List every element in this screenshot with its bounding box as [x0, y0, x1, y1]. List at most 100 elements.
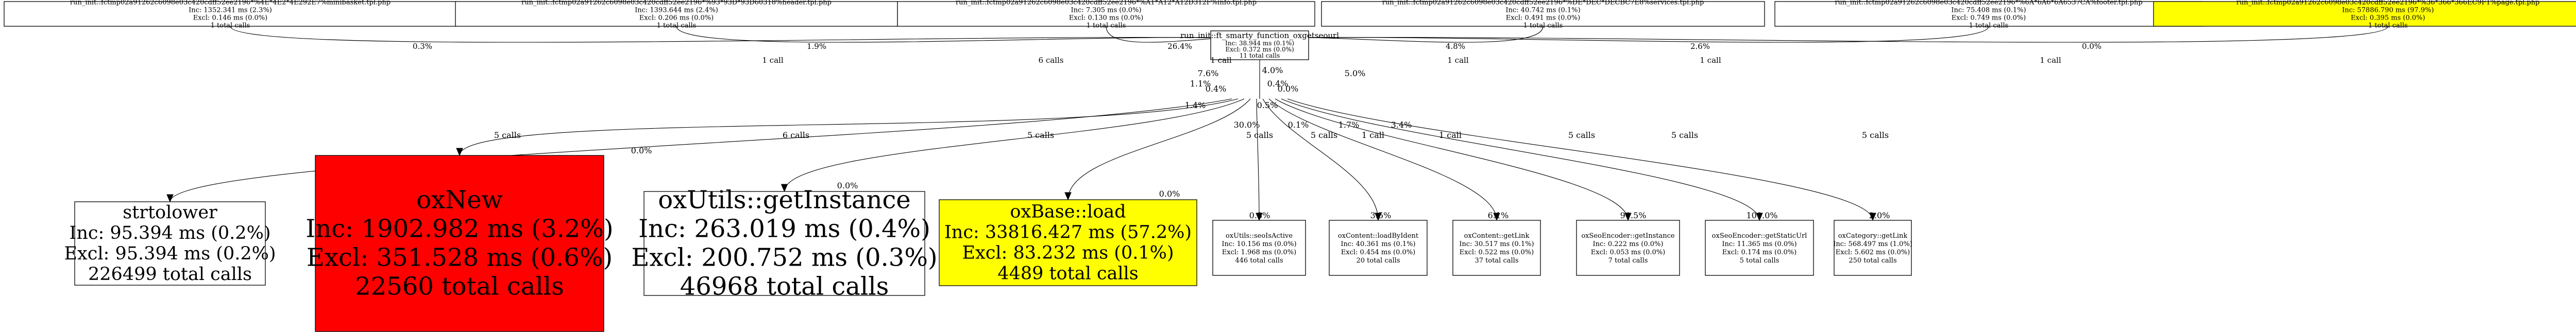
caller-edge-1	[676, 26, 1244, 43]
caller-edge-1-line	[676, 26, 1243, 43]
callee-node-oxcontent-getlink-line-3: 37 total calls	[1475, 257, 1518, 265]
callee-node-oxcontent-getlink-line-2: Excl: 0.522 ms (0.0%)	[1460, 249, 1534, 256]
caller-node-2-box	[897, 1, 1315, 27]
caller-edge-pct-1: 1.9%	[807, 42, 826, 51]
callee-node-oxutils-getinstance-line-3: 46968 total calls	[680, 272, 889, 301]
callee-node-oxcategory-getlink-line-1: Inc: 568.497 ms (1.0%)	[1833, 240, 1912, 248]
hub-edge-pct-3: 0.4%	[1206, 84, 1227, 94]
callee-node-oxseoencoder-getstaticurl-box	[1705, 220, 1814, 276]
caller-node-2-line-2: Excl: 0.130 ms (0.0%)	[1069, 14, 1143, 22]
callee-edge-share-6: 3.4%	[1391, 120, 1412, 130]
callee-node-oxseoencoder-getstaticurl-line-3: 5 total calls	[1740, 257, 1780, 265]
callee-edge-7	[1275, 98, 1632, 221]
callee-edge-calls-8: 5 calls	[1671, 130, 1698, 140]
caller-edge-pct-2: 26.4%	[1167, 42, 1192, 51]
callee-node-oxutils-seoisactive-line-0: oxUtils::seoIsActive	[1226, 232, 1293, 240]
hub-edge-pct-5: 0.4%	[1267, 79, 1289, 89]
caller-edge-5	[1287, 26, 2388, 43]
callee-edge-3-line	[1067, 98, 1251, 200]
caller-node-3-line-0: run_init::fctmp02a91262c6098e03c420cdff5…	[1382, 0, 1704, 7]
callee-edge-calls-0: 5 calls	[494, 130, 521, 140]
callee-node-oxutils-seoisactive-box	[1212, 220, 1306, 276]
caller-node-1-line-0: run_init::fctmp02a91262c6098e03c420cdff5…	[521, 0, 832, 7]
caller-node-4[interactable]: run_init::fctmp02a91262c6098e03c420cdff5…	[1774, 0, 2203, 30]
callee-edge-7-arrowhead	[1624, 213, 1632, 221]
callee-edge-share-3: 30.0%	[1234, 120, 1260, 130]
callee-edge-calls-3: 5 calls	[1246, 130, 1273, 140]
callee-edge-calls-6: 1 call	[1439, 130, 1462, 140]
callee-node-oxutils-seoisactive-line-1: Inc: 10.156 ms (0.0%)	[1222, 240, 1296, 248]
caller-node-2[interactable]: run_init::fctmp02a91262c6098e03c420cdff5…	[897, 0, 1315, 30]
caller-node-5[interactable]: run_init::fctmp02a91262c6098e03c420cdff5…	[2153, 0, 2576, 30]
caller-node-0-box	[4, 1, 457, 27]
caller-edge-calls-2: 1 call	[1210, 56, 1231, 65]
caller-node-0[interactable]: run_init::fctmp02a91262c6098e03c420cdff5…	[4, 0, 457, 30]
caller-node-4-line-3: 1 total calls	[1969, 22, 2009, 30]
callee-edge-calls-9: 5 calls	[1862, 130, 1889, 140]
caller-node-3-line-2: Excl: 0.491 ms (0.0%)	[1506, 14, 1580, 22]
caller-node-5-line-2: Excl: 0.395 ms (0.0%)	[2351, 14, 2425, 22]
caller-node-3[interactable]: run_init::fctmp02a91262c6098e03c420cdff5…	[1321, 0, 1765, 30]
callee-edge-4-line	[1256, 98, 1260, 221]
callee-edge-pct-9: 2.0%	[1869, 211, 1890, 220]
callee-node-oxutils-getinstance-line-2: Excl: 200.752 ms (0.3%)	[631, 243, 937, 272]
hub-node-box	[1210, 30, 1309, 60]
hub-node[interactable]: run_init::ft_smarty_function_oxgetseourl…	[1180, 30, 1339, 60]
callee-node-oxbase-load-line-1: Inc: 33816.427 ms (57.2%)	[944, 222, 1192, 243]
callee-node-oxcontent-getlink-line-1: Inc: 30.517 ms (0.1%)	[1459, 240, 1534, 248]
hub-node-line-2: Excl: 0.372 ms (0.0%)	[1225, 46, 1294, 53]
callee-edge-9	[1287, 98, 1876, 221]
hub-edge-pct-2: 1.1%	[1190, 79, 1211, 89]
callee-node-oxcontent-loadbyident-line-3: 20 total calls	[1356, 257, 1400, 265]
callee-node-strtolower-line-0: strtolower	[123, 202, 217, 223]
caller-node-3-line-3: 1 total calls	[1523, 22, 1563, 30]
callee-edge-pct-4: 0.3%	[1249, 211, 1270, 220]
hub-node-line-3: 11 total calls	[1240, 52, 1280, 59]
callee-edge-5-arrowhead	[1375, 213, 1382, 221]
callee-node-strtolower-box	[74, 201, 266, 286]
caller-edge-pct-5: 0.0%	[2082, 42, 2102, 51]
callee-edge-8	[1281, 98, 1763, 221]
callee-node-oxutils-seoisactive-line-3: 446 total calls	[1235, 257, 1283, 265]
callee-node-oxcontent-getlink-line-0: oxContent::getLink	[1464, 232, 1530, 240]
caller-edge-calls-3: 1 call	[1447, 56, 1468, 65]
callee-edge-6-line	[1268, 98, 1497, 221]
caller-node-0-line-2: Excl: 0.146 ms (0.0%)	[193, 14, 267, 22]
callee-edge-calls-2: 5 calls	[1027, 130, 1054, 140]
hub-node-title: run_init::ft_smarty_function_oxgetseourl	[1180, 31, 1339, 40]
callee-edge-pct-5: 3.5%	[1370, 211, 1392, 220]
callee-edge-2	[781, 98, 1245, 193]
callee-edge-1	[456, 98, 1239, 156]
caller-node-4-line-0: run_init::fctmp02a91262c6098e03c420cdff5…	[1835, 0, 2142, 7]
callee-node-oxnew-line-3: 22560 total calls	[355, 272, 564, 301]
caller-node-2-line-1: Inc: 7.305 ms (0.0%)	[1071, 7, 1142, 14]
callee-node-oxseoencoder-getinstance-line-0: oxSeoEncoder::getInstance	[1581, 232, 1675, 240]
callee-node-oxnew-line-2: Excl: 351.528 ms (0.6%)	[307, 243, 613, 272]
callee-edge-share-5: 1.7%	[1338, 120, 1360, 130]
callee-node-oxbase-load-line-3: 4489 total calls	[997, 264, 1138, 284]
callee-node-oxnew-line-0: oxNew	[416, 186, 502, 215]
caller-node-2-line-3: 1 total calls	[1087, 22, 1126, 30]
caller-node-1-line-1: Inc: 1393.644 ms (2.4%)	[635, 7, 718, 14]
callee-edge-5-line	[1262, 98, 1379, 221]
callee-edge-4	[1256, 98, 1263, 221]
caller-node-4-line-2: Excl: 0.749 ms (0.0%)	[1952, 14, 2026, 22]
caller-node-5-line-3: 1 total calls	[2368, 22, 2408, 30]
caller-node-0-line-1: Inc: 1352.341 ms (2.3%)	[189, 7, 272, 14]
caller-node-1[interactable]: run_init::fctmp02a91262c6098e03c420cdff5…	[455, 0, 898, 30]
callee-node-oxcontent-loadbyident-box	[1329, 220, 1428, 276]
caller-edge-4	[1276, 26, 1989, 43]
caller-node-0-line-0: run_init::fctmp02a91262c6098e03c420cdff5…	[70, 0, 391, 7]
caller-edge-calls-0: 1 call	[762, 56, 783, 65]
callee-node-oxseoencoder-getstaticurl-line-0: oxSeoEncoder::getStaticUrl	[1712, 232, 1807, 240]
